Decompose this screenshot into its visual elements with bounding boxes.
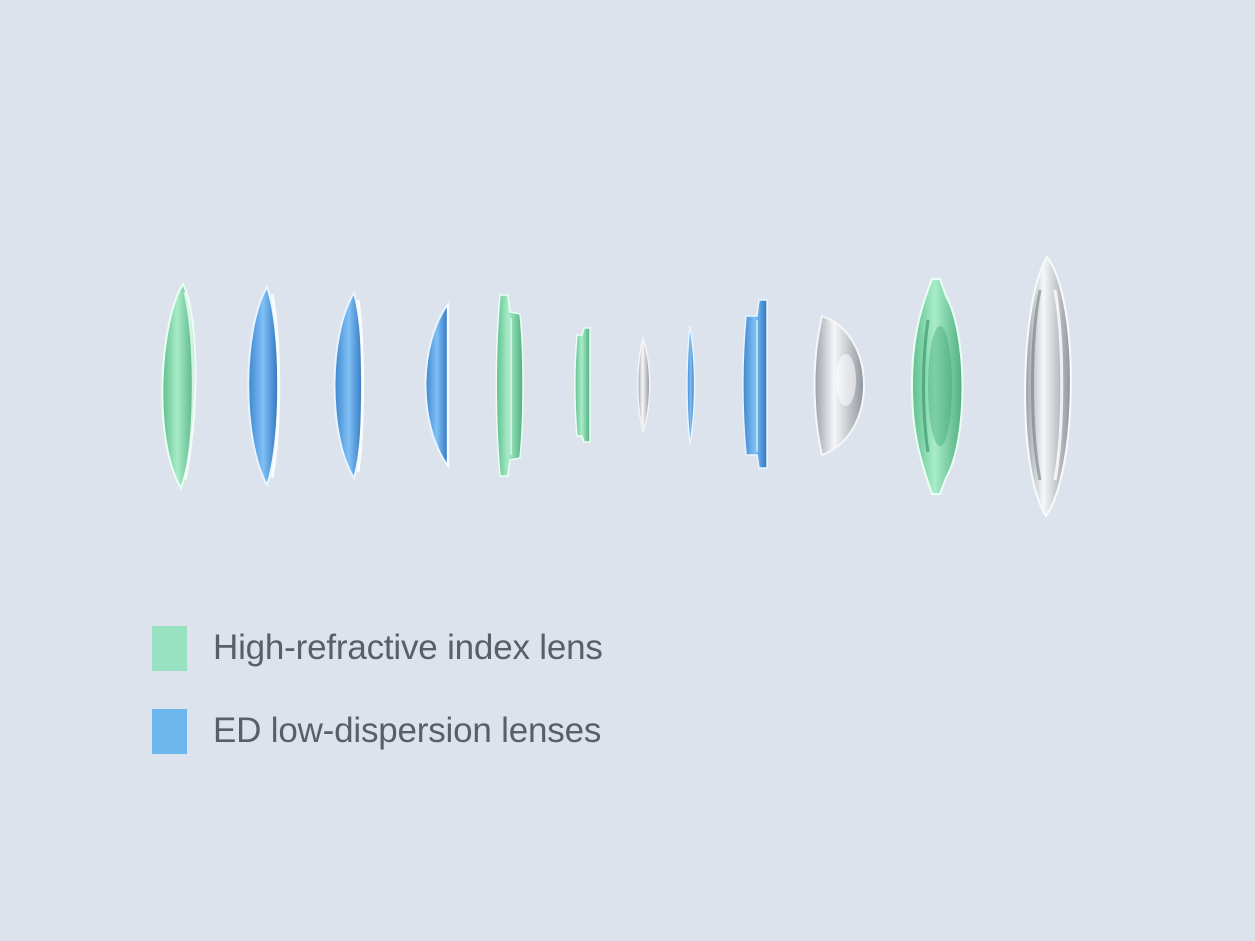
legend-item-ed-low-dispersion: ED low-dispersion lenses [152, 708, 603, 754]
lens-3-ed-low-dispersion [333, 290, 364, 481]
lens-9-ed-low-dispersion [742, 299, 768, 469]
lens-11-high-refractive [910, 278, 964, 495]
lens-10-standard [813, 314, 865, 457]
lens-8-ed-low-dispersion [686, 325, 696, 445]
lens-12-standard [1024, 255, 1072, 518]
legend-label: ED low-dispersion lenses [213, 711, 602, 750]
legend-label: High-refractive index lens [213, 628, 603, 667]
lens-2-ed-low-dispersion [247, 284, 281, 488]
legend-item-high-refractive: High-refractive index lens [152, 625, 603, 671]
lens-6-high-refractive [574, 327, 591, 443]
lens-1-high-refractive [161, 281, 197, 491]
legend: High-refractive index lens ED low-disper… [152, 625, 603, 791]
green-square-icon [152, 625, 187, 671]
lens-5-high-refractive [495, 294, 524, 477]
lens-7-standard [637, 335, 651, 435]
lens-4-ed-low-dispersion [424, 300, 450, 470]
blue-square-icon [152, 708, 187, 754]
